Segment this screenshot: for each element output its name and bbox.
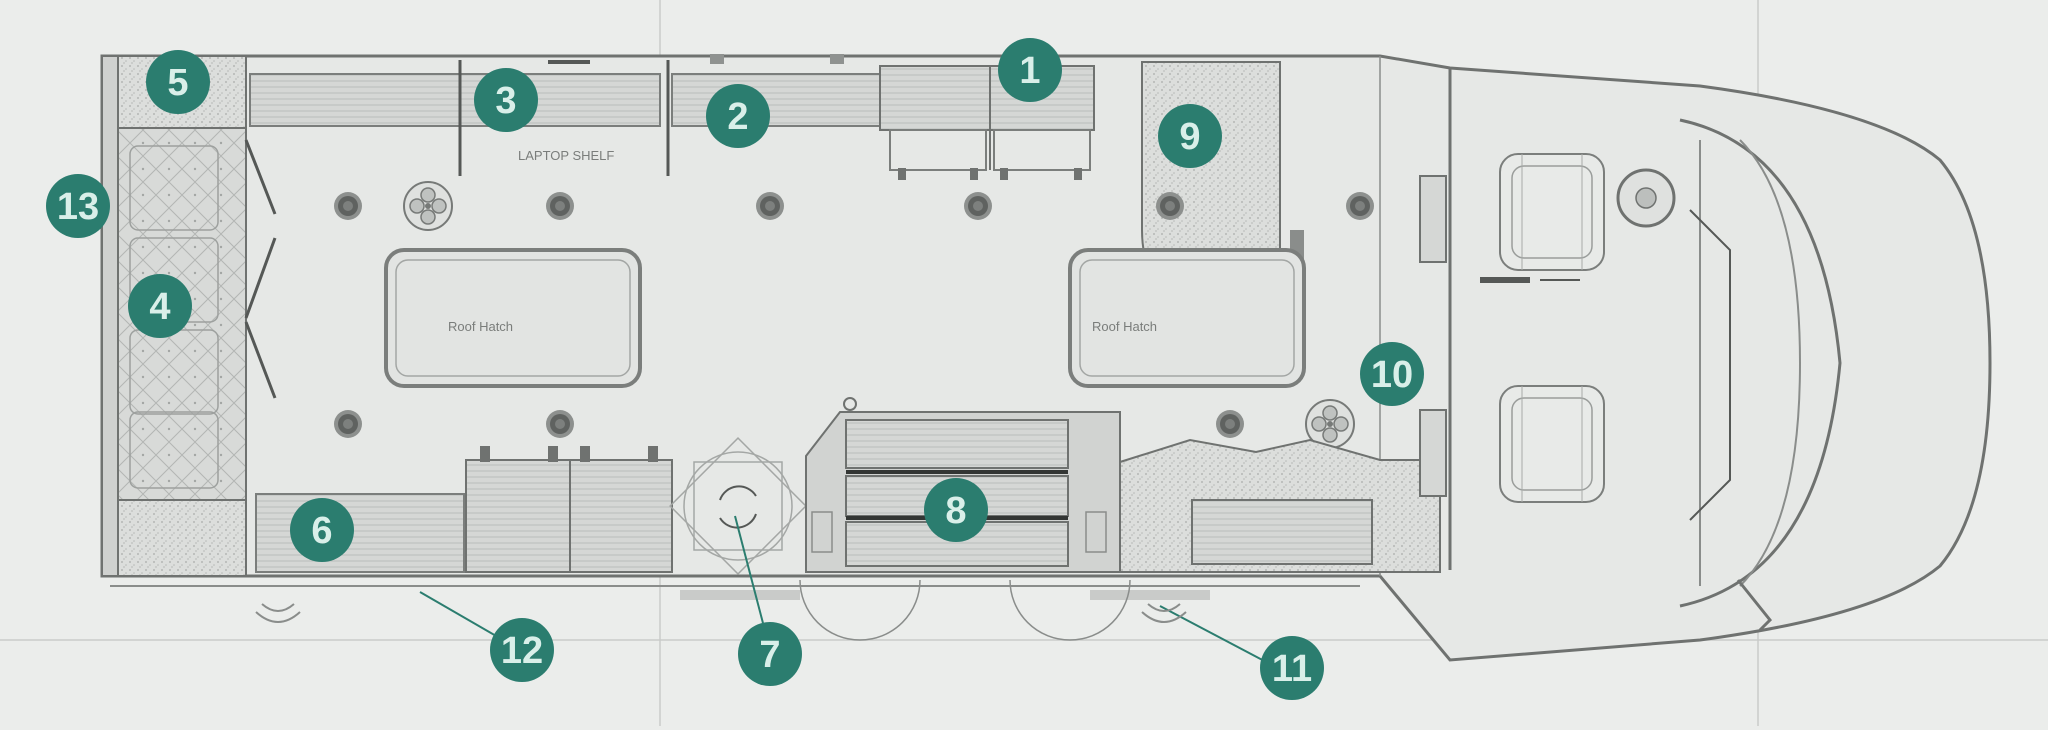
callout-marker bbox=[490, 618, 554, 682]
roof-hatch-right-label: Roof Hatch bbox=[1092, 319, 1157, 334]
lower-counter bbox=[255, 493, 465, 573]
callout-8: 8 bbox=[924, 478, 988, 542]
ceiling-fan bbox=[403, 181, 453, 231]
callout-4: 4 bbox=[128, 274, 192, 338]
callout-marker bbox=[706, 84, 770, 148]
ceiling-light bbox=[1156, 192, 1184, 220]
callout-number: 6 bbox=[311, 510, 332, 552]
callout-marker bbox=[1158, 104, 1222, 168]
callout-marker bbox=[738, 622, 802, 686]
callout-11: 11 bbox=[1260, 636, 1324, 700]
callout-10: 10 bbox=[1360, 342, 1424, 406]
callout-7: 7 bbox=[738, 622, 802, 686]
callout-number: 4 bbox=[149, 286, 170, 328]
callout-number: 10 bbox=[1371, 354, 1413, 396]
callout-number: 9 bbox=[1179, 116, 1200, 158]
ceiling-light bbox=[1216, 410, 1244, 438]
ceiling-light bbox=[964, 192, 992, 220]
callout-marker bbox=[924, 478, 988, 542]
callout-marker bbox=[128, 274, 192, 338]
laptop-shelf-label: LAPTOP SHELF bbox=[518, 148, 614, 163]
callout-number: 11 bbox=[1272, 648, 1312, 690]
callout-2: 2 bbox=[706, 84, 770, 148]
ceiling-light bbox=[334, 192, 362, 220]
callout-marker bbox=[146, 50, 210, 114]
bottom-seating bbox=[465, 446, 673, 573]
upper-counter-right bbox=[671, 73, 881, 127]
callout-12: 12 bbox=[490, 618, 554, 682]
callout-number: 7 bbox=[759, 634, 780, 676]
callout-number: 12 bbox=[501, 630, 543, 672]
roof-hatch-right bbox=[1068, 248, 1306, 388]
ceiling-light bbox=[1346, 192, 1374, 220]
upper-counter-left bbox=[249, 73, 661, 127]
callout-number: 2 bbox=[727, 96, 748, 138]
cab-area bbox=[1419, 118, 1842, 632]
ceiling-light bbox=[546, 410, 574, 438]
ceiling-light bbox=[546, 192, 574, 220]
callout-1: 1 bbox=[998, 38, 1062, 102]
callout-5: 5 bbox=[146, 50, 210, 114]
rotating-platform bbox=[669, 437, 807, 575]
callout-marker bbox=[998, 38, 1062, 102]
callout-marker bbox=[290, 498, 354, 562]
callout-marker bbox=[1260, 636, 1324, 700]
callout-number: 5 bbox=[167, 62, 188, 104]
callout-number: 1 bbox=[1019, 50, 1040, 92]
callout-marker bbox=[1360, 342, 1424, 406]
ceiling-light bbox=[756, 192, 784, 220]
callout-marker bbox=[46, 174, 110, 238]
callout-13: 13 bbox=[46, 174, 110, 238]
callout-marker bbox=[474, 68, 538, 132]
callout-number: 13 bbox=[57, 186, 99, 228]
roof-hatch-left-label: Roof Hatch bbox=[448, 319, 513, 334]
callout-number: 3 bbox=[495, 80, 516, 122]
ceiling-light bbox=[334, 410, 362, 438]
callout-9: 9 bbox=[1158, 104, 1222, 168]
callout-3: 3 bbox=[474, 68, 538, 132]
callout-number: 8 bbox=[945, 490, 966, 532]
callout-6: 6 bbox=[290, 498, 354, 562]
lower-right-counter bbox=[1119, 438, 1441, 573]
roof-hatch-left bbox=[384, 248, 642, 388]
rear-cabinet-bottom bbox=[117, 499, 247, 577]
